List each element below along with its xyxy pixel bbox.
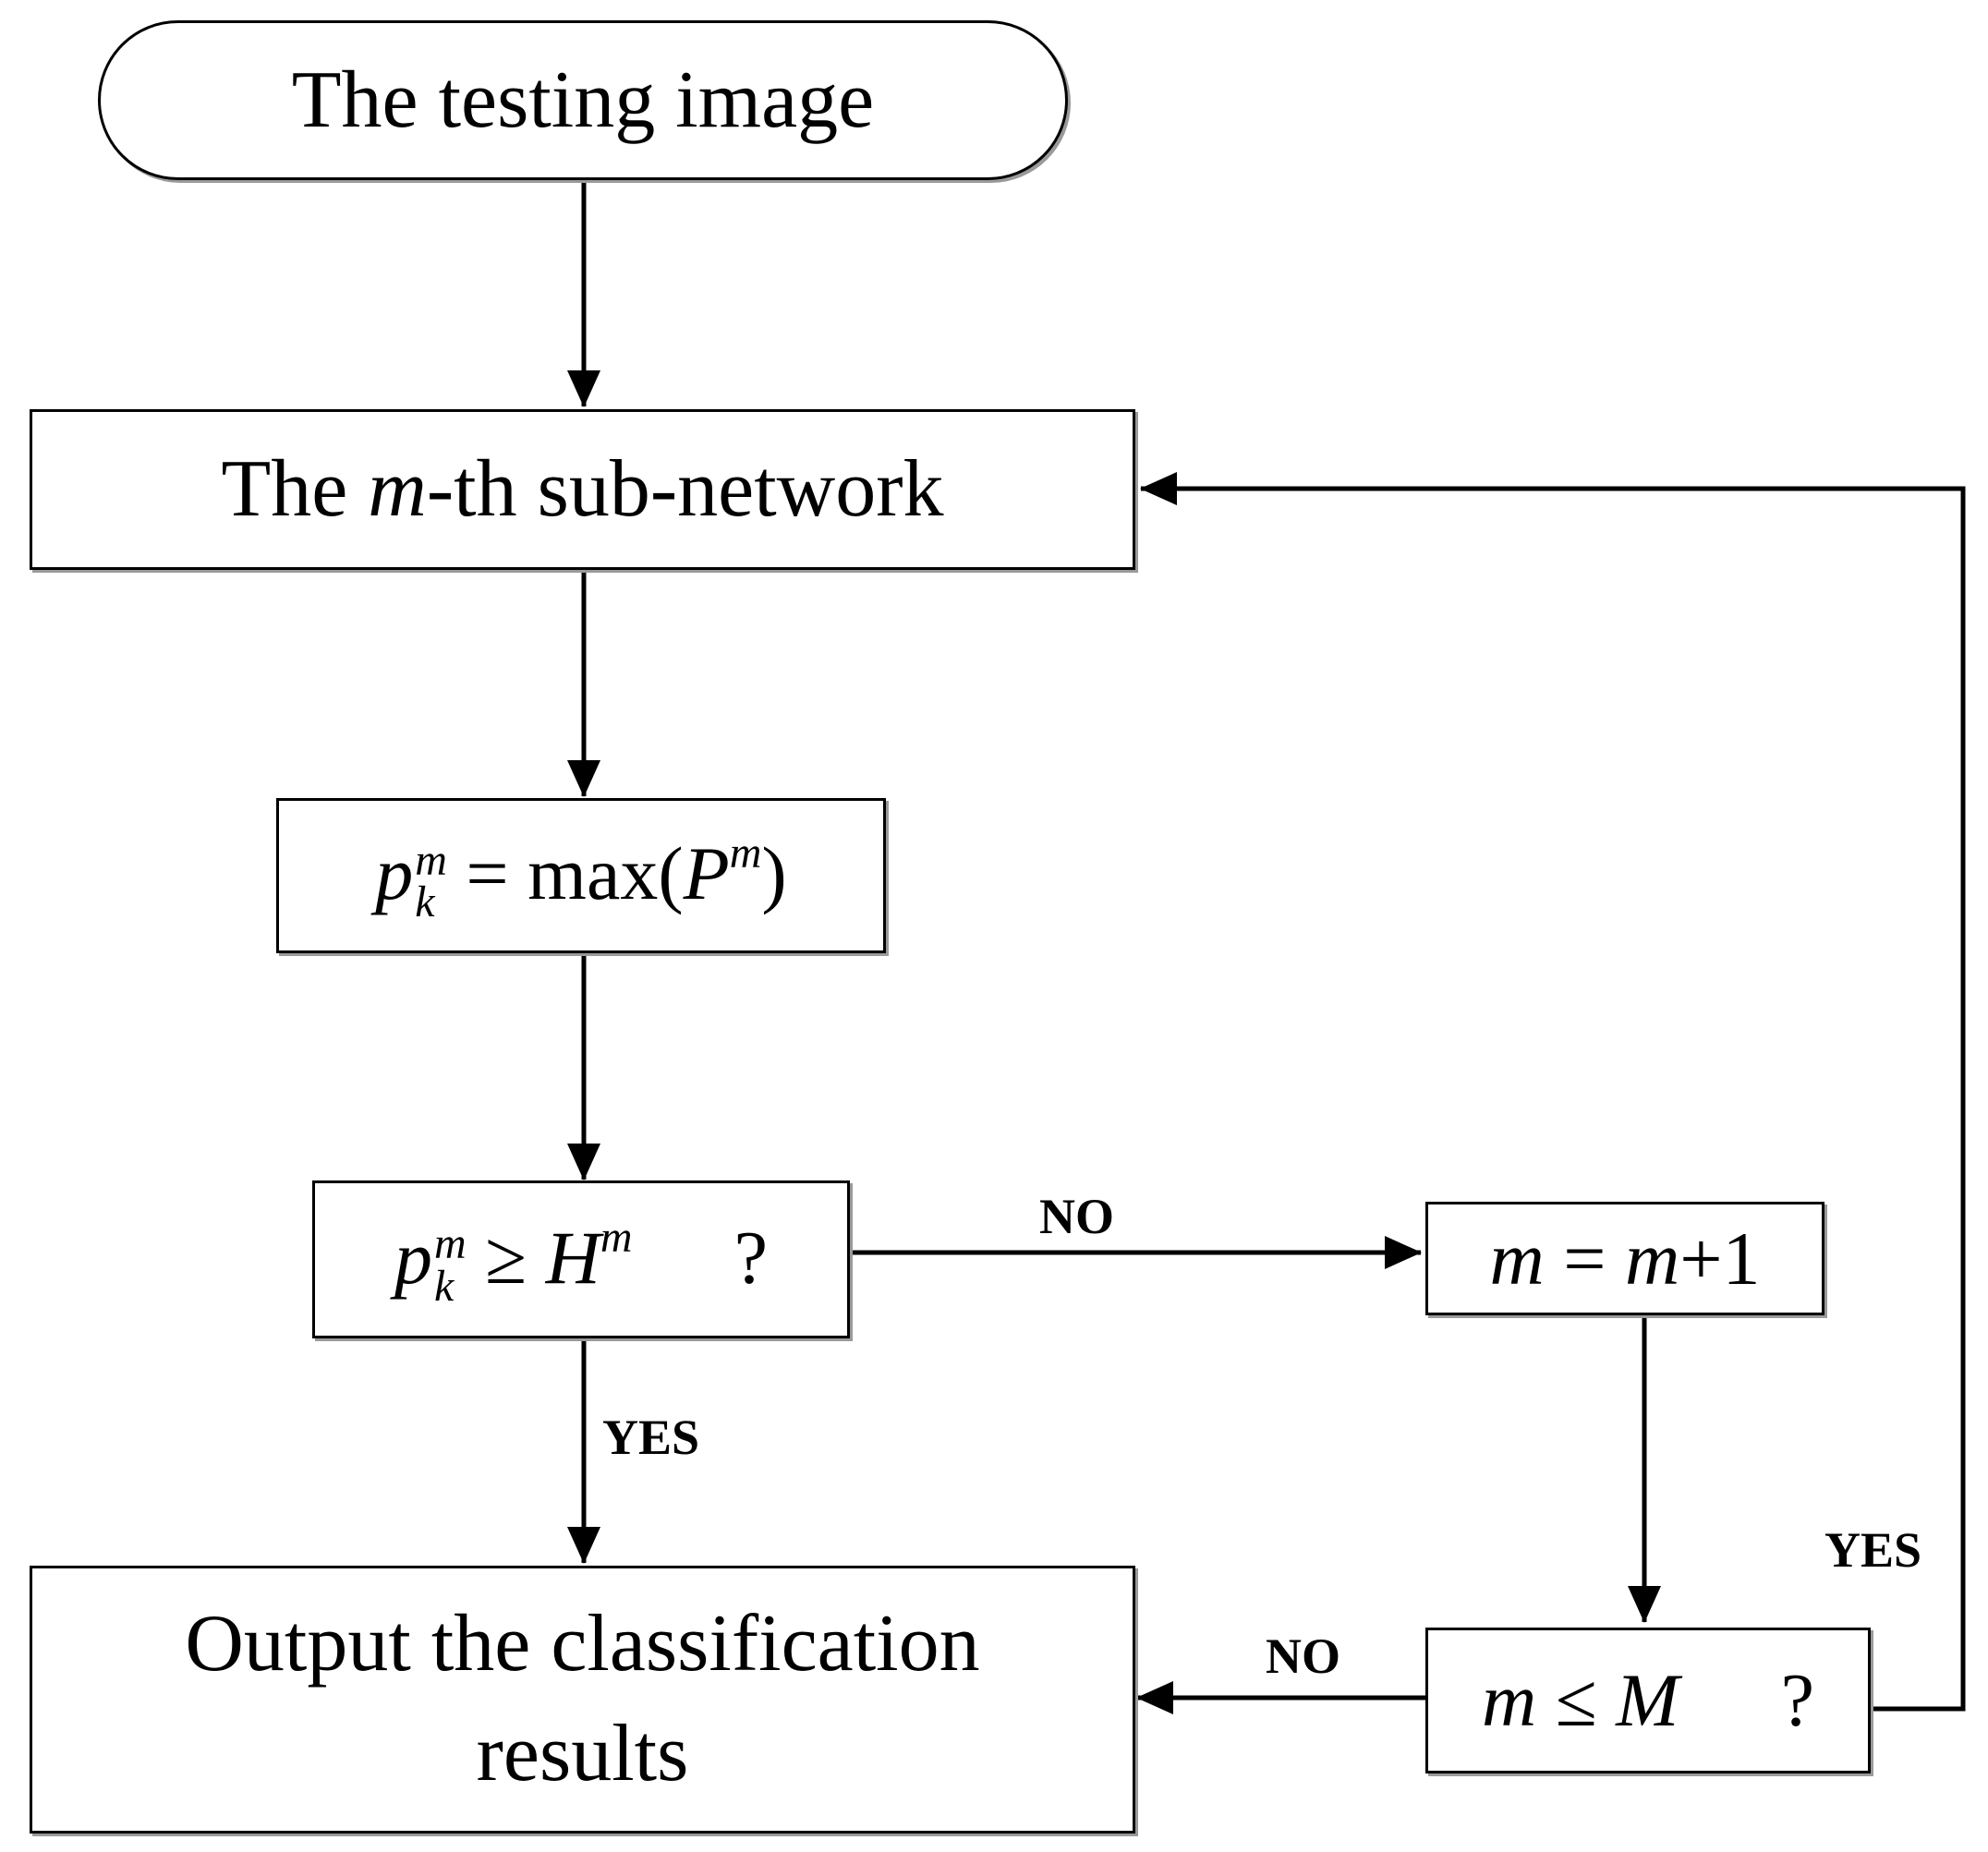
threshold-yes-label: YES — [602, 1410, 700, 1465]
check-formula: m ≤ M? — [1482, 1658, 1814, 1742]
start-terminal: The testing image — [98, 20, 1068, 180]
check-no-label: NO — [1266, 1628, 1340, 1684]
increment-process: m = m+1 — [1425, 1202, 1824, 1315]
check-decision: m ≤ M? — [1425, 1628, 1871, 1773]
check-yes-label: YES — [1824, 1522, 1922, 1578]
threshold-no-label: NO — [1039, 1189, 1114, 1244]
increment-formula: m = m+1 — [1489, 1216, 1761, 1301]
subnetwork-process: The m-th sub-network — [30, 409, 1135, 570]
start-label: The testing image — [291, 54, 875, 145]
subnetwork-label: The m-th sub-network — [221, 444, 944, 535]
arrow-check-yes-loop — [1140, 472, 1966, 1712]
